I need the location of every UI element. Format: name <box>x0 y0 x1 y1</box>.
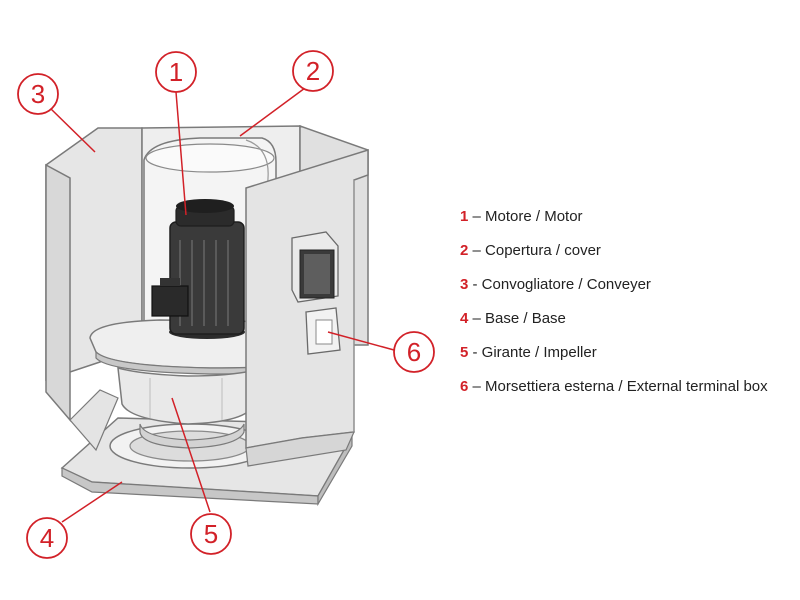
svg-text:4: 4 <box>40 523 54 553</box>
legend-number: 3 <box>460 276 469 293</box>
legend-number: 2 <box>460 242 469 259</box>
callout-4: 4 <box>26 517 68 559</box>
callout-2: 2 <box>292 50 334 92</box>
svg-text:1: 1 <box>169 57 183 87</box>
legend-number: 5 <box>460 344 469 361</box>
legend-text: - Girante / Impeller <box>468 344 597 361</box>
legend-item-conveyer: 3 - Convogliatore / Conveyer <box>460 275 768 309</box>
leader-lines <box>49 87 395 523</box>
legend-item-base: 4 – Base / Base <box>460 309 768 343</box>
legend-item-terminal-box: 6 – Morsettiera esterna / External termi… <box>460 377 768 411</box>
callout-3: 3 <box>17 73 59 115</box>
legend-item-cover: 2 – Copertura / cover <box>460 241 768 275</box>
legend-item-impeller: 5 - Girante / Impeller <box>460 343 768 377</box>
legend-number: 1 <box>460 208 469 225</box>
legend-text: – Motore / Motor <box>468 208 583 225</box>
svg-text:2: 2 <box>306 56 320 86</box>
legend-text: - Convogliatore / Conveyer <box>468 276 651 293</box>
svg-text:6: 6 <box>407 337 421 367</box>
svg-text:5: 5 <box>204 519 218 549</box>
callout-1: 1 <box>155 51 197 93</box>
parts-legend: 1 – Motore / Motor 2 – Copertura / cover… <box>460 207 768 411</box>
legend-text: – Base / Base <box>468 310 566 327</box>
terminal-box <box>291 231 341 355</box>
svg-text:3: 3 <box>31 79 45 109</box>
legend-number: 4 <box>460 310 469 327</box>
legend-text: – Copertura / cover <box>468 242 601 259</box>
legend-item-motor: 1 – Motore / Motor <box>460 207 768 241</box>
legend-number: 6 <box>460 378 469 395</box>
callout-5: 5 <box>190 513 232 555</box>
callout-6: 6 <box>393 331 435 373</box>
legend-text: – Morsettiera esterna / External termina… <box>468 378 768 395</box>
motor <box>151 199 245 339</box>
